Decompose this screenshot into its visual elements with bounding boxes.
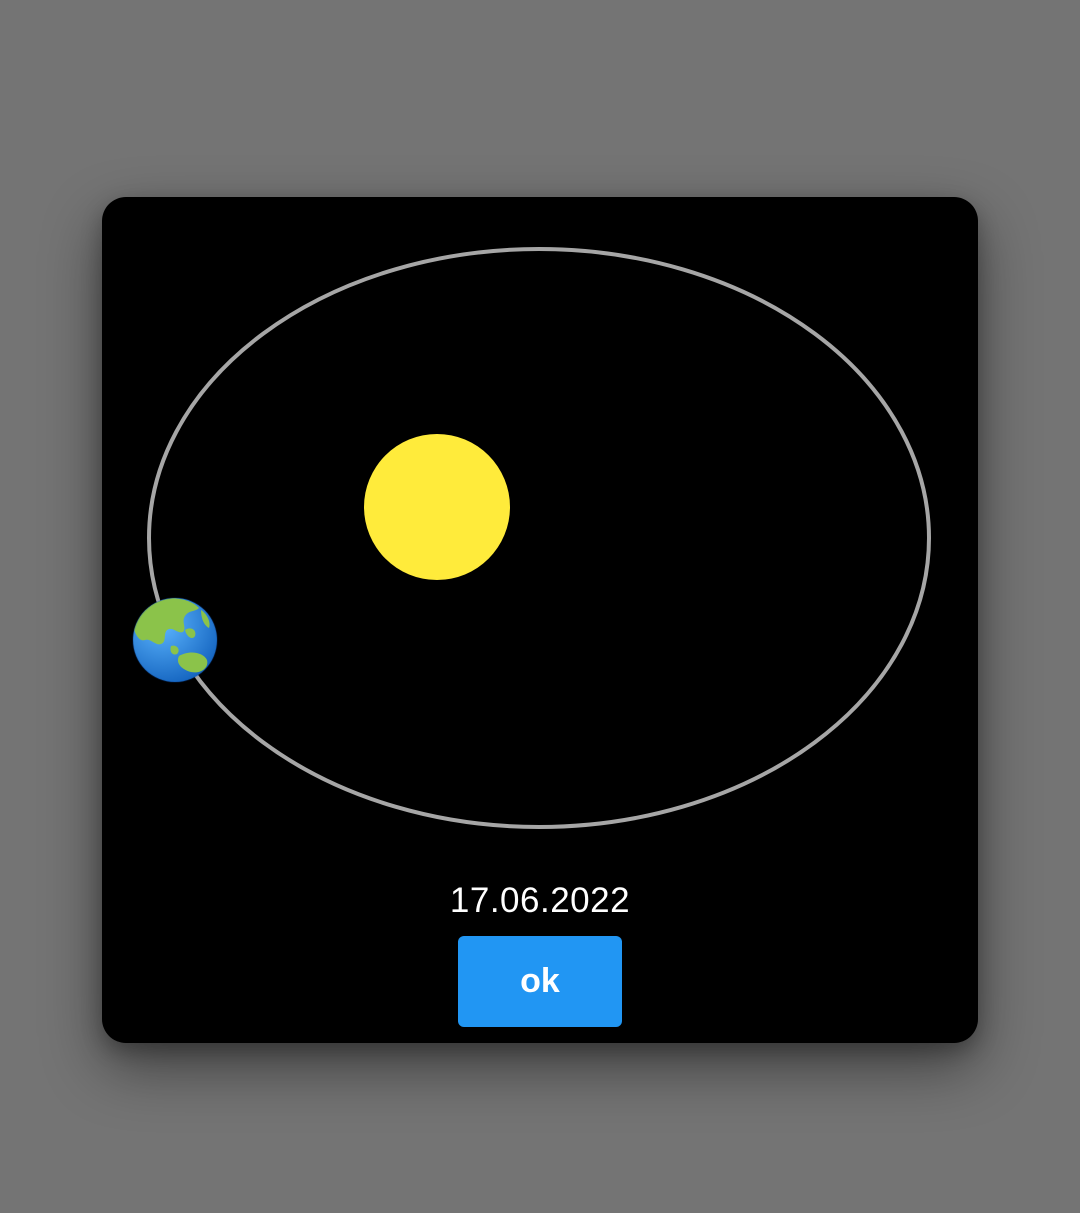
earth-globe-asia-australia-icon (132, 597, 218, 683)
sun-icon (364, 434, 510, 580)
ok-button[interactable]: ok (458, 936, 622, 1027)
orbit-diagram (132, 247, 931, 829)
orbit-path (147, 247, 931, 829)
orbit-dialog: 17.06.2022 ok (102, 197, 978, 1043)
date-label: 17.06.2022 (449, 881, 631, 920)
